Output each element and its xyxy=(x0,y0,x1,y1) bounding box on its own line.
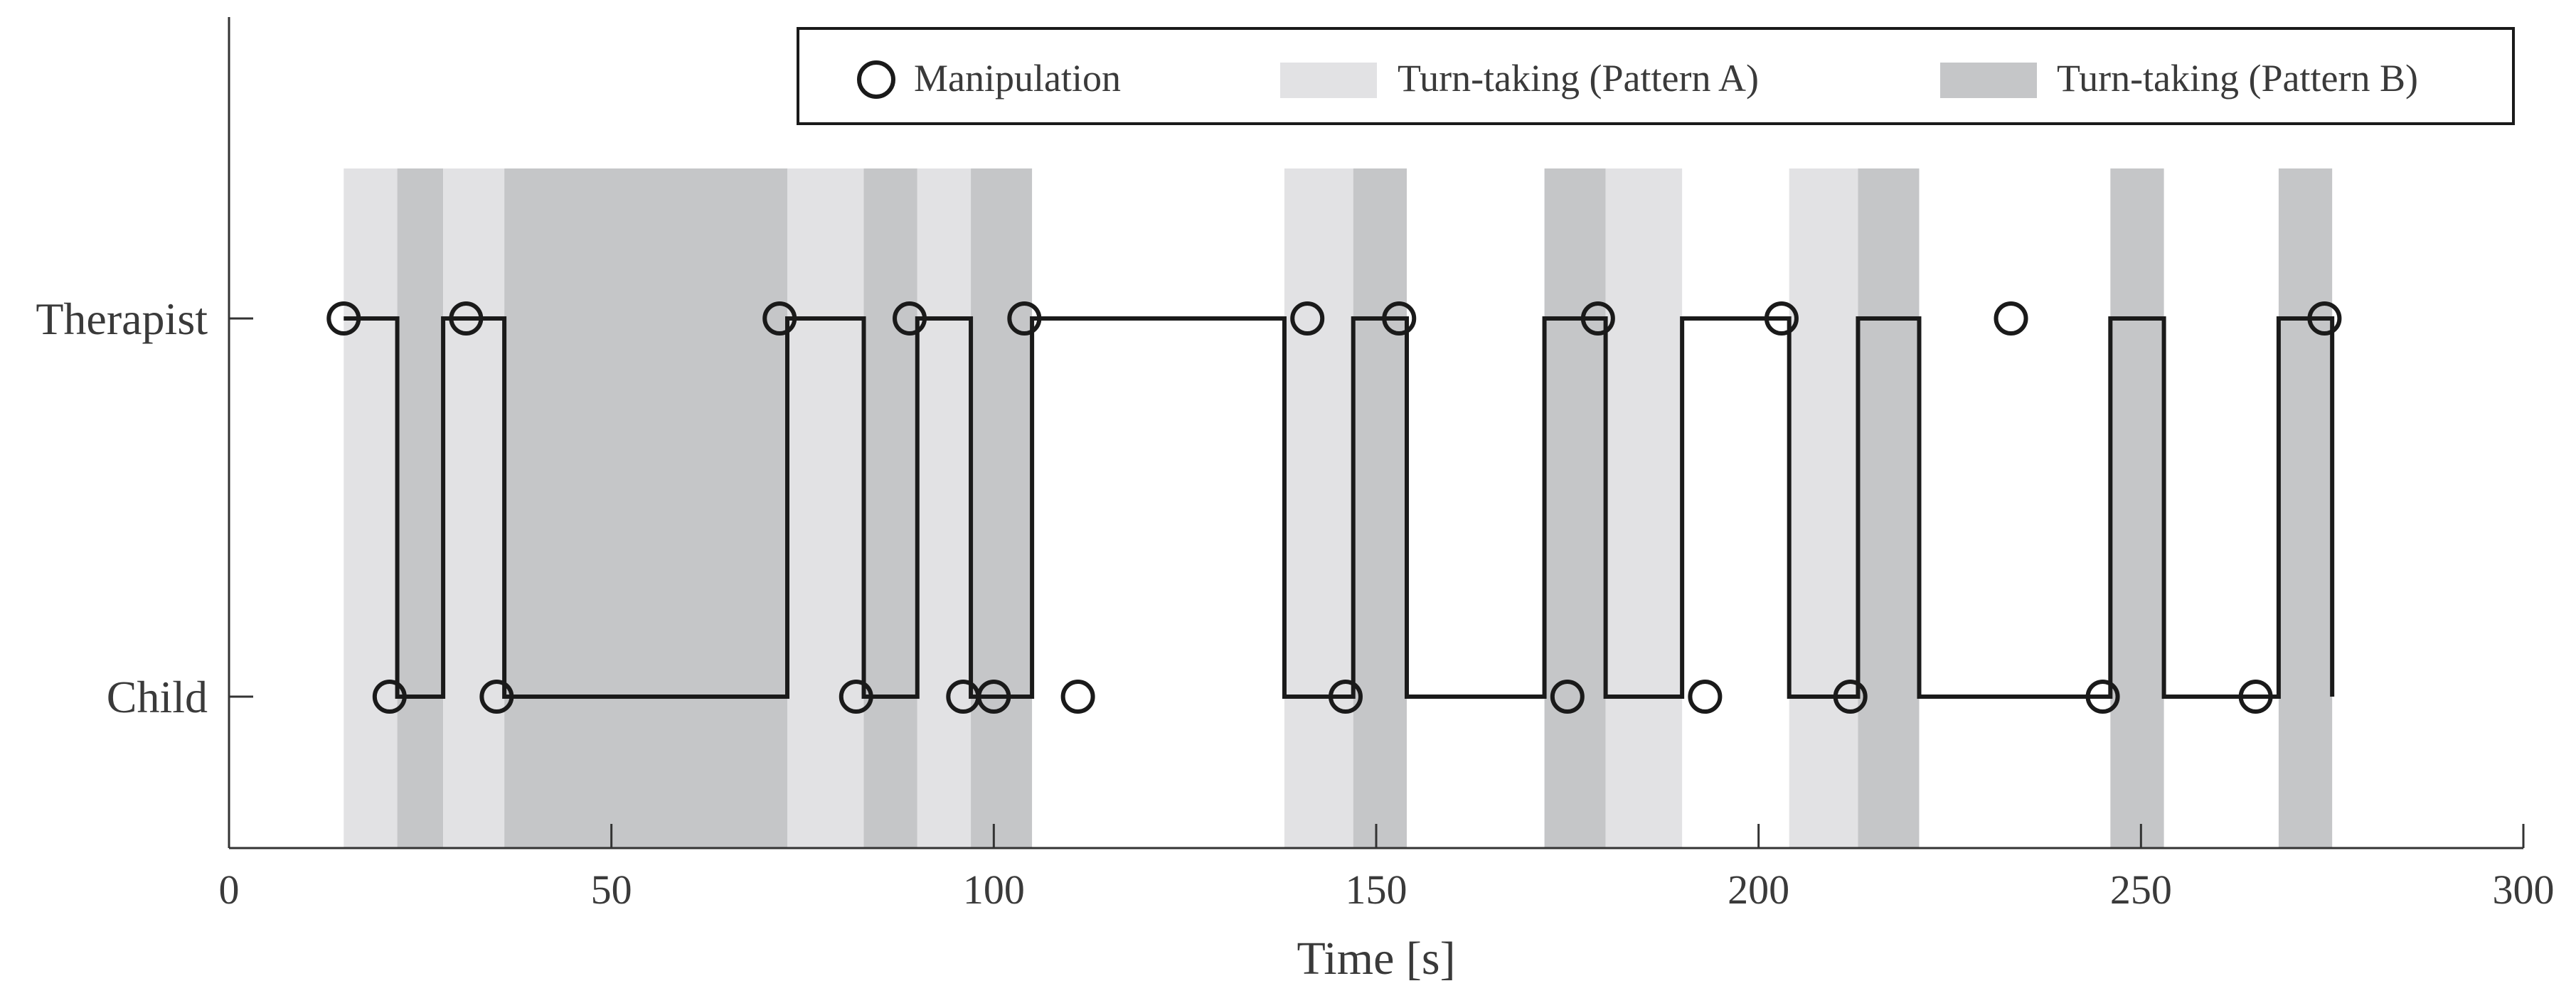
x-tick-label: 250 xyxy=(2110,867,2172,913)
manipulation-marker xyxy=(1688,680,1723,714)
turn-taking-region-b xyxy=(1858,168,1920,848)
x-tick-label: 200 xyxy=(1728,867,1789,913)
legend-manipulation-marker xyxy=(857,60,895,99)
manipulation-marker xyxy=(1994,301,2028,336)
turn-taking-region-b xyxy=(1544,168,1606,848)
speaker-step-line xyxy=(344,316,2335,699)
x-tick-label: 50 xyxy=(591,867,632,913)
manipulation-marker xyxy=(2238,680,2273,714)
turn-taking-region-b xyxy=(2110,168,2164,848)
manipulation-markers xyxy=(326,301,2342,714)
manipulation-marker xyxy=(326,301,361,336)
manipulation-marker xyxy=(449,301,484,336)
legend-pattern-b-swatch xyxy=(1940,63,2037,98)
manipulation-marker xyxy=(976,680,1011,714)
x-tick-label: 100 xyxy=(963,867,1025,913)
manipulation-marker xyxy=(1007,301,1042,336)
turn-taking-region-a xyxy=(787,168,864,848)
turn-taking-region-b xyxy=(504,168,787,848)
turn-taking-region-a xyxy=(1789,168,1858,848)
manipulation-marker xyxy=(1764,301,1799,336)
y-tick-label: Child xyxy=(107,672,208,722)
manipulation-marker xyxy=(372,680,407,714)
turn-taking-region-b xyxy=(1353,168,1407,848)
manipulation-marker xyxy=(479,680,514,714)
x-tick-label: 0 xyxy=(219,867,240,913)
manipulation-marker xyxy=(1833,680,1868,714)
manipulation-marker xyxy=(893,301,927,336)
legend-pattern-b-label: Turn-taking (Pattern B) xyxy=(2057,57,2418,100)
turn-taking-region-a xyxy=(344,168,398,848)
x-ticks: 0 50 100 150 200 250 300 xyxy=(219,824,2555,913)
manipulation-marker xyxy=(1382,301,1417,336)
legend-pattern-a-swatch xyxy=(1280,63,1377,98)
legend-pattern-a-label: Turn-taking (Pattern A) xyxy=(1398,57,1759,100)
turn-taking-region-a xyxy=(443,168,505,848)
x-tick-label: 300 xyxy=(2493,867,2555,913)
manipulation-marker xyxy=(2085,680,2120,714)
y-tick-label: Therapist xyxy=(36,294,208,344)
turn-taking-region-b xyxy=(971,168,1033,848)
turn-taking-region-a xyxy=(917,168,972,848)
x-tick-label: 150 xyxy=(1346,867,1407,913)
legend-box xyxy=(797,27,2515,125)
manipulation-marker xyxy=(1580,301,1615,336)
turn-taking-region-b xyxy=(397,168,444,848)
manipulation-marker xyxy=(2307,301,2342,336)
manipulation-marker xyxy=(762,301,797,336)
manipulation-marker xyxy=(839,680,873,714)
speaker-line-layer xyxy=(344,316,2335,699)
manipulation-marker xyxy=(1328,680,1363,714)
manipulation-marker xyxy=(1550,680,1585,714)
legend: Manipulation Turn-taking (Pattern A) Tur… xyxy=(797,27,2515,125)
x-axis-label: Time [s] xyxy=(1297,933,1455,985)
y-ticks: Child Therapist xyxy=(36,294,253,722)
turn-taking-region-a xyxy=(1605,168,1683,848)
turn-taking-region-b xyxy=(2278,168,2333,848)
manipulation-marker xyxy=(1060,680,1095,714)
turn-taking-regions xyxy=(344,168,2333,848)
legend-manipulation-label: Manipulation xyxy=(914,57,1121,100)
turn-taking-region-a xyxy=(1284,168,1353,848)
turn-taking-region-b xyxy=(863,168,917,848)
manipulation-marker xyxy=(1290,301,1325,336)
